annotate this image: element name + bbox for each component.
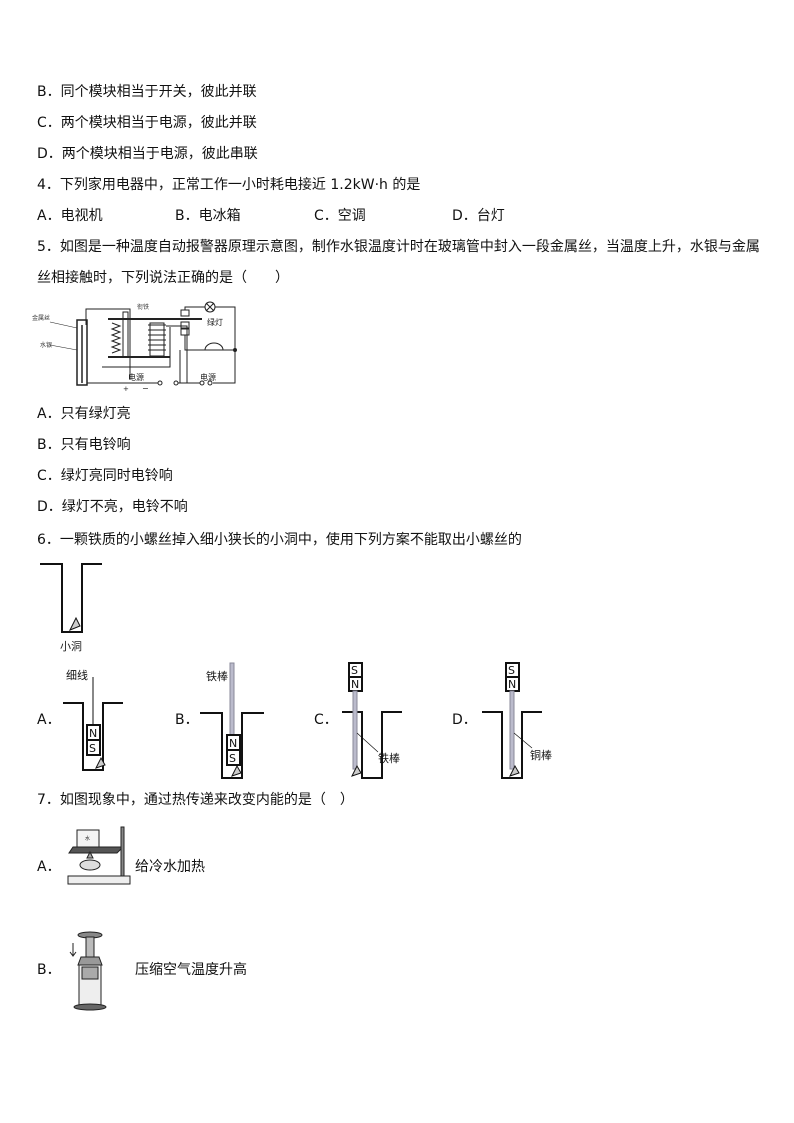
q6-option-c: C． [314, 712, 338, 728]
q4-option-d: D．台灯 [452, 208, 505, 224]
q7-option-a: A． [37, 859, 61, 875]
magnet-s: S [229, 752, 236, 765]
label-power-1: 电源 [128, 372, 144, 382]
option-d-figure: S N 铜棒 [482, 662, 552, 779]
q3-option-d: D．两个模块相当于电源，彼此串联 [37, 146, 258, 162]
label-iron-rod: 铁棒 [378, 751, 400, 765]
label-water: 水 [85, 835, 90, 842]
magnet-n: N [351, 678, 359, 691]
q6-option-b: B． [175, 712, 199, 728]
q4-stem: 4．下列家用电器中，正常工作一小时耗电接近 1.2kW·h 的是 [37, 177, 421, 193]
q7-stem: 7．如图现象中，通过热传递来改变内能的是（ ） [37, 792, 354, 808]
heating-water-figure: 水 [67, 826, 131, 885]
q5-option-c: C．绿灯亮同时电铃响 [37, 468, 173, 484]
label-minus: − [142, 384, 149, 393]
label-plus: + [123, 385, 129, 393]
q4-option-a: A．电视机 [37, 208, 103, 224]
magnet-n: N [229, 737, 237, 750]
q6-option-a: A． [37, 712, 61, 728]
label-mercury: 水银 [40, 341, 52, 349]
magnet-s: S [351, 664, 358, 677]
label-copper-rod: 铜棒 [530, 748, 552, 762]
air-compression-figure [69, 931, 107, 1011]
q7-option-b: B． [37, 962, 61, 978]
label-green-lamp: 绿灯 [207, 317, 223, 327]
q4-option-b: B．电冰箱 [175, 208, 241, 224]
label-hole: 小洞 [60, 640, 82, 653]
q7-option-b-caption: 压缩空气温度升高 [135, 962, 247, 978]
label-armature: 衔铁 [137, 303, 149, 311]
label-power-2: 电源 [200, 372, 216, 382]
alarm-circuit-figure: 金属丝 水银 衔铁 绿灯 电源 电源 + − [32, 301, 237, 393]
q5-option-a: A．只有绿灯亮 [37, 406, 131, 422]
q5-stem-line1: 5．如图是一种温度自动报警器原理示意图，制作水银温度计时在玻璃管中封入一段金属丝… [37, 239, 760, 255]
label-iron-rod: 铁棒 [206, 669, 228, 683]
q5-option-d: D．绿灯不亮，电铃不响 [37, 499, 188, 515]
q3-option-c: C．两个模块相当于电源，彼此并联 [37, 115, 257, 131]
option-c-figure: S N 铁棒 [342, 662, 402, 779]
magnet-n: N [508, 678, 516, 691]
hole-figure: 小洞 [40, 563, 102, 653]
q6-option-d: D． [452, 712, 477, 728]
q5-stem-line2: 丝相接触时，下列说法正确的是（ ） [37, 270, 289, 286]
q4-option-c: C．空调 [314, 208, 366, 224]
magnet-n: N [89, 727, 97, 740]
magnet-s: S [508, 664, 515, 677]
q3-option-b: B．同个模块相当于开关，彼此并联 [37, 84, 257, 100]
magnet-s: S [89, 742, 96, 755]
q5-option-b: B．只有电铃响 [37, 437, 131, 453]
label-thread: 细线 [66, 668, 88, 682]
option-b-figure: N S 铁棒 [200, 662, 264, 779]
label-wire: 金属丝 [32, 314, 50, 322]
q7-option-a-caption: 给冷水加热 [135, 859, 205, 875]
q6-stem: 6．一颗铁质的小螺丝掉入细小狭长的小洞中，使用下列方案不能取出小螺丝的 [37, 532, 522, 548]
option-a-figure: N S 细线 [63, 668, 123, 771]
